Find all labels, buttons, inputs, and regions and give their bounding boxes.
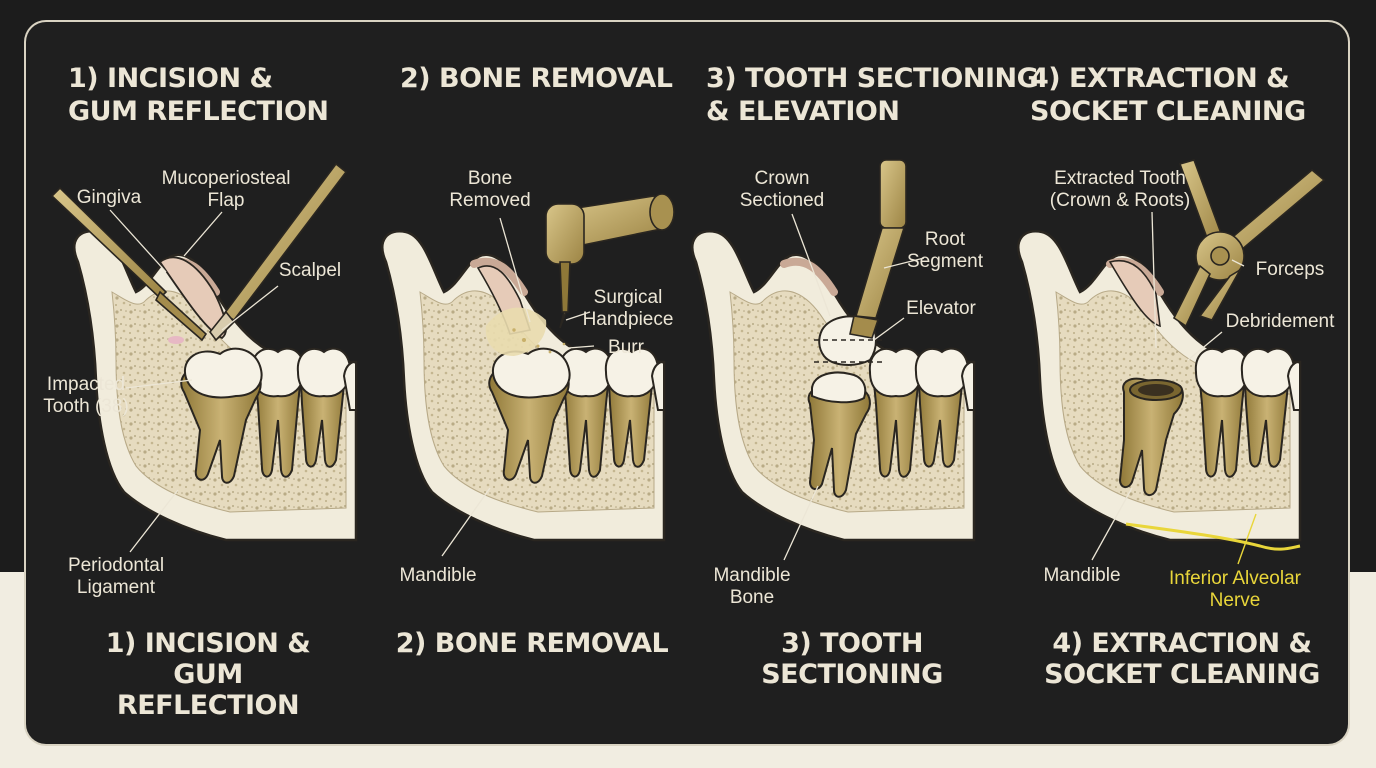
- label-mandible-4: Mandible: [1043, 565, 1121, 586]
- panel-2-title: 2) BONE REMOVAL: [400, 63, 673, 94]
- label-elevator: Elevator: [906, 298, 976, 319]
- panel-2-artwork: [382, 193, 675, 557]
- panel-1-caption: 1) INCISION & GUM REFLECTION: [105, 628, 311, 721]
- panel-1-artwork: [50, 162, 356, 553]
- label-root-segment: Root Segment: [906, 229, 984, 272]
- label-burr: Burr: [608, 337, 644, 358]
- label-mandible-bone: Mandible Bone: [713, 565, 791, 608]
- panel-2-caption: 2) BONE REMOVAL: [395, 628, 669, 659]
- label-periodontal-ligament: Periodontal Ligament: [67, 555, 165, 598]
- panel-3-caption: 3) TOOTH SECTIONING: [761, 628, 943, 690]
- panel-4-title: 4) EXTRACTION & SOCKET CLEANING: [1030, 63, 1306, 127]
- panel-4-artwork: [1018, 159, 1326, 565]
- label-mandible: Mandible: [399, 565, 477, 586]
- panel-4-caption: 4) EXTRACTION & SOCKET CLEANING: [1044, 628, 1320, 690]
- label-impacted-tooth: Impacted Tooth (38): [43, 374, 129, 417]
- label-mucoperiosteal-flap: Mucoperiosteal Flap: [161, 168, 291, 211]
- panel-3-title: 3) TOOTH SECTIONING & ELEVATION: [706, 63, 1039, 127]
- label-extracted-tooth: Extracted Tooth (Crown & Roots): [1049, 168, 1191, 211]
- label-forceps: Forceps: [1255, 259, 1325, 280]
- label-inferior-alveolar-nerve: Inferior Alveolar Nerve: [1168, 568, 1301, 611]
- label-gingiva: Gingiva: [76, 187, 142, 208]
- label-bone-removed: Bone Removed: [449, 168, 531, 211]
- panel-3-artwork: [692, 159, 974, 561]
- label-crown-sectioned: Crown Sectioned: [739, 168, 825, 211]
- label-surgical-handpiece: Surgical Handpiece: [582, 287, 674, 330]
- panel-1-title: 1) INCISION & GUM REFLECTION: [68, 63, 329, 127]
- label-debridement: Debridement: [1225, 311, 1335, 332]
- label-scalpel: Scalpel: [278, 260, 342, 281]
